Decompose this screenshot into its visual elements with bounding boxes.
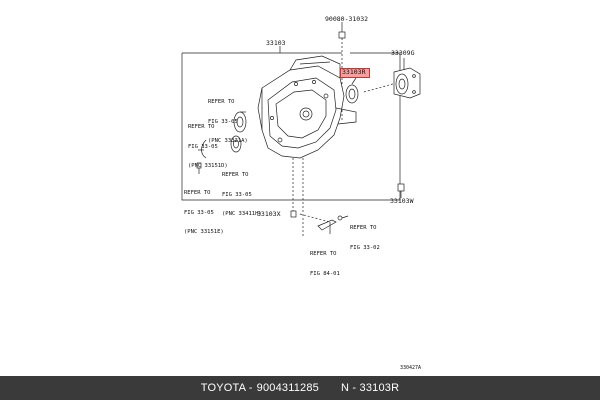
reference-33151E: REFER TO FIG 33-05 (PNC 33151E)	[184, 190, 224, 235]
highlighted-part	[340, 68, 370, 78]
label-33103W: 33103W	[390, 197, 414, 205]
label-33309G: 33309G	[391, 49, 415, 57]
plug-33103X	[290, 210, 297, 218]
label-90080-31032: 90080-31032	[325, 15, 369, 23]
bearing-33411H	[230, 135, 242, 153]
footer-brand: TOYOTA -	[200, 382, 253, 394]
label-33103X: 33103X	[257, 210, 281, 218]
reference-fig-84-01: REFER TO FIG 84-01	[310, 251, 340, 277]
label-33103R: 33103R	[342, 68, 366, 76]
reference-33411H: REFER TO FIG 33-05 (PNC 33411H)	[222, 172, 262, 217]
plug-90080	[338, 22, 346, 39]
reference-33321A: REFER TO FIG 33-05 (PNC 33321A)	[208, 99, 248, 144]
figure-code: 330427A	[400, 365, 422, 371]
diagram-drawing	[181, 22, 421, 238]
bolt-33151E	[196, 162, 202, 174]
housing-drawing	[257, 55, 357, 159]
seal-33103R	[345, 77, 359, 104]
footer-bar: TOYOTA - 9004311285 N - 33103R	[0, 376, 600, 400]
group-frame	[181, 53, 400, 201]
bearing-33321A	[233, 111, 247, 133]
footer-label: N - 33103R	[341, 382, 400, 394]
lever-bracket	[317, 215, 349, 234]
flange-33309G	[393, 58, 421, 99]
label-33103: 33103	[266, 39, 286, 47]
footer-part-number: 9004311285	[256, 382, 320, 394]
breather-33103W	[397, 183, 405, 198]
reference-fig-33-02: REFER TO FIG 33-02	[350, 225, 380, 251]
reference-33151D: REFER TO FIG 33-05 (PNC 33151D)	[188, 124, 228, 169]
